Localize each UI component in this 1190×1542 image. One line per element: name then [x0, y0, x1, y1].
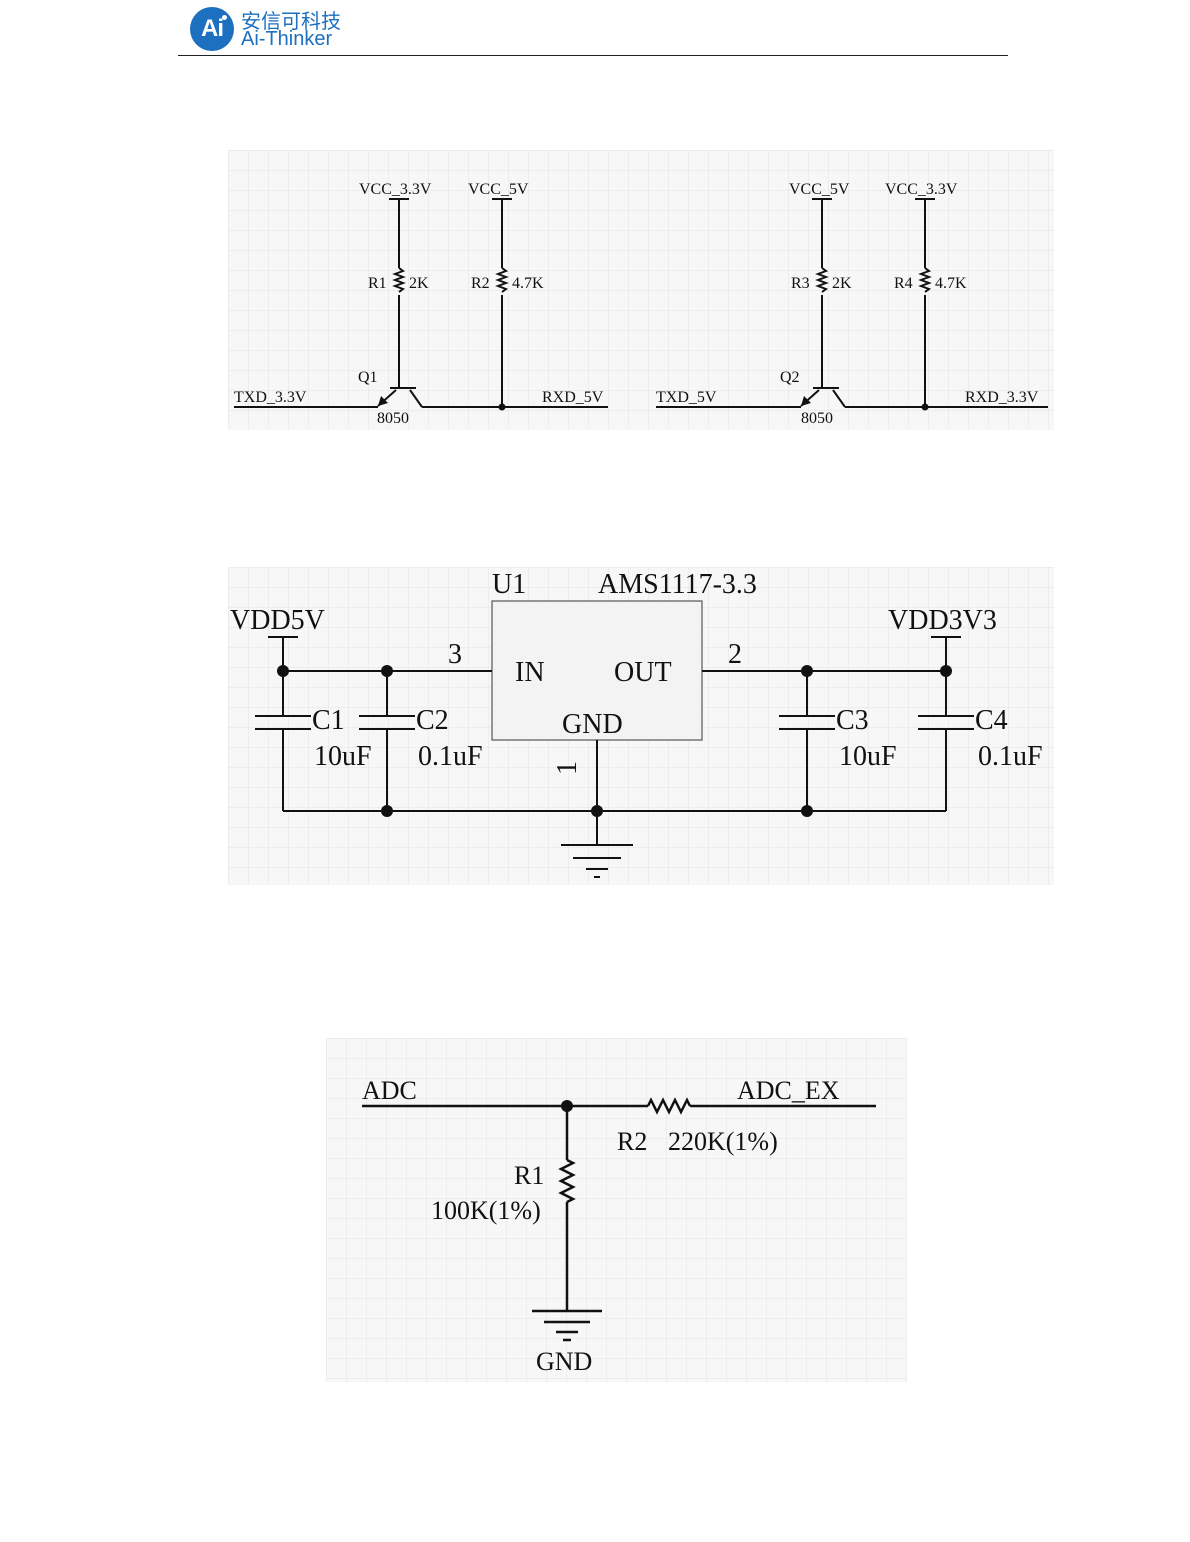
pin-label: IN	[515, 657, 545, 688]
net-label: VDD5V	[230, 605, 325, 636]
component-ref: R2	[617, 1127, 647, 1156]
company-name-en: Ai-Thinker	[241, 28, 332, 51]
pin-number: 3	[448, 639, 462, 670]
component-value: 4.7K	[935, 275, 967, 292]
component-value: 100K(1%)	[431, 1196, 541, 1225]
page-header: Ai 安信可科技 Ai-Thinker	[0, 0, 1190, 60]
component-value: 8050	[377, 410, 409, 427]
regulator-schematic: U1 AMS1117-3.3 VDD5V VDD3V3 IN OUT GND 3…	[228, 567, 1054, 885]
component-value: 8050	[801, 410, 833, 427]
pin-number: 2	[728, 639, 742, 670]
component-ref: R1	[368, 275, 387, 292]
component-value: 220K(1%)	[668, 1127, 778, 1156]
adc-divider-schematic: ADC ADC_EX R2 220K(1%) R1 100K(1%) GND	[326, 1038, 907, 1382]
net-label: ADC_EX	[737, 1076, 840, 1105]
ai-thinker-logo-icon: Ai	[190, 7, 234, 51]
net-label: RXD_3.3V	[965, 389, 1039, 406]
net-label: GND	[536, 1347, 592, 1376]
level-shifter-schematic: VCC_3.3V VCC_5V R1 2K R2 4.7K Q1 8050 TX…	[228, 150, 1054, 430]
junction-dot	[561, 1100, 573, 1112]
component-ref: Q2	[780, 369, 800, 386]
component-value: 4.7K	[512, 275, 544, 292]
junction-dot	[922, 404, 929, 411]
component-ref: Q1	[358, 369, 378, 386]
net-label: VCC_5V	[789, 181, 850, 198]
net-label: RXD_5V	[542, 389, 604, 406]
pin-number: 1	[552, 761, 583, 775]
net-label: VCC_3.3V	[885, 181, 958, 198]
component-value: AMS1117-3.3	[598, 569, 757, 600]
junction-dot	[499, 404, 506, 411]
component-ref: R1	[514, 1161, 544, 1190]
component-ref: C1	[312, 705, 345, 736]
component-value: 2K	[832, 275, 852, 292]
net-label: TXD_5V	[656, 389, 717, 406]
component-value: 0.1uF	[978, 741, 1043, 772]
logo-dot	[222, 15, 227, 20]
net-label: VCC_5V	[468, 181, 529, 198]
component-ref: R2	[471, 275, 490, 292]
component-ref: R4	[894, 275, 913, 292]
component-ref: U1	[492, 569, 526, 600]
component-value: 10uF	[314, 741, 372, 772]
net-label: TXD_3.3V	[234, 389, 307, 406]
component-ref: C2	[416, 705, 449, 736]
net-label: ADC	[362, 1076, 417, 1105]
component-value: 10uF	[839, 741, 897, 772]
net-label: VCC_3.3V	[359, 181, 432, 198]
component-ref: R3	[791, 275, 810, 292]
component-value: 0.1uF	[418, 741, 483, 772]
pin-label: GND	[562, 709, 623, 740]
net-label: VDD3V3	[888, 605, 997, 636]
header-divider	[178, 55, 1008, 56]
component-value: 2K	[409, 275, 429, 292]
component-ref: C4	[975, 705, 1008, 736]
logo-mark: Ai	[190, 15, 234, 43]
pin-label: OUT	[614, 657, 672, 688]
component-ref: C3	[836, 705, 869, 736]
